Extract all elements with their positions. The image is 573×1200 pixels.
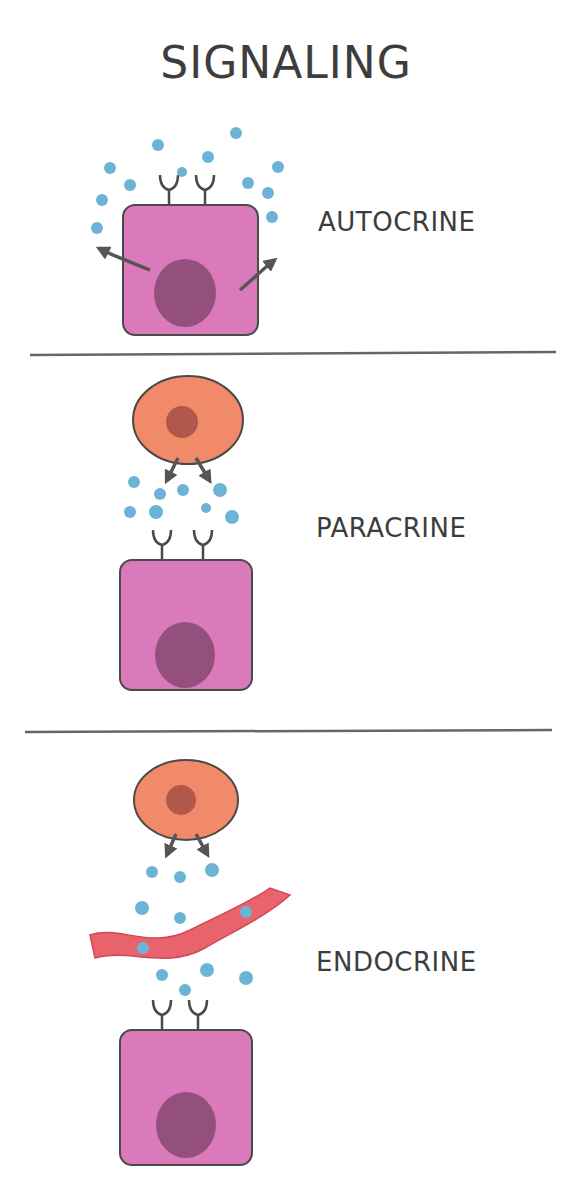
blood-vessel xyxy=(90,888,290,958)
signaling-type-label: AUTOCRINE xyxy=(318,207,475,237)
separator-line xyxy=(25,730,552,732)
autocrine-cell xyxy=(91,127,284,335)
endocrine-cells xyxy=(90,760,290,1165)
diagram-title: SIGNALING xyxy=(160,37,412,88)
paracrine-cells xyxy=(120,376,252,690)
signaling-type-label: PARACRINE xyxy=(316,513,466,543)
separator-line xyxy=(30,352,556,355)
signaling-type-label: ENDOCRINE xyxy=(316,947,477,977)
